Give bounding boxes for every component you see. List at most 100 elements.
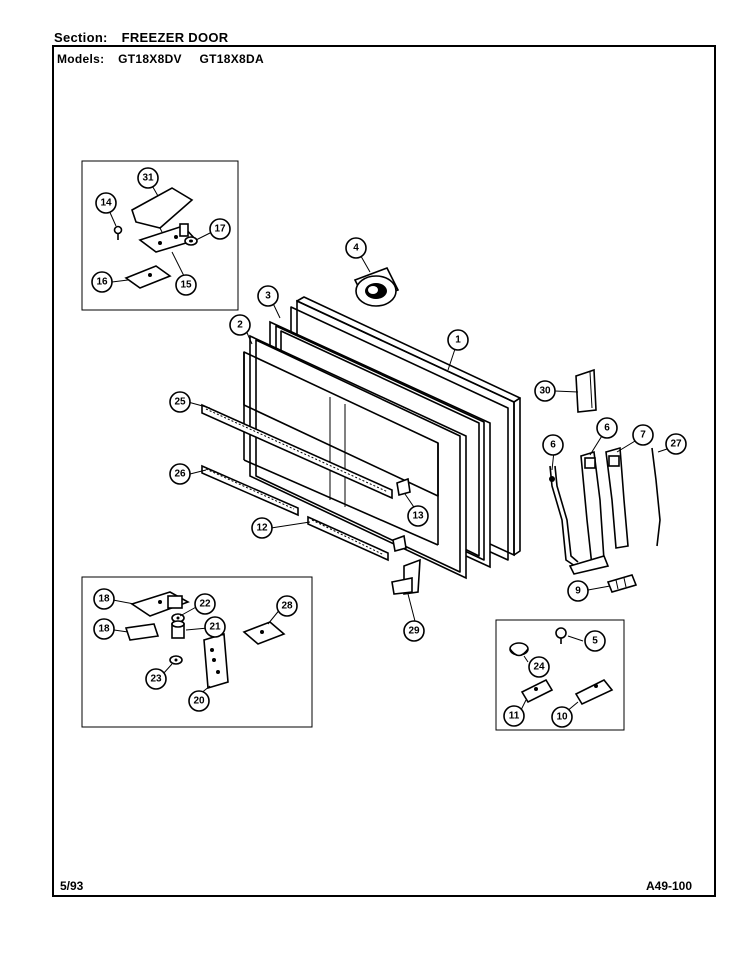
svg-text:11: 11	[509, 711, 520, 722]
callout-17: 17	[209, 218, 231, 240]
callout-23: 23	[145, 668, 167, 690]
svg-text:15: 15	[180, 280, 192, 291]
svg-text:2: 2	[237, 320, 243, 331]
callout-12: 12	[251, 517, 273, 539]
svg-text:18: 18	[98, 594, 110, 605]
svg-text:6: 6	[550, 440, 556, 451]
svg-text:7: 7	[640, 430, 646, 441]
callout-25: 25	[169, 391, 191, 413]
models-label: Models:	[57, 52, 105, 66]
footer-page-code: A49-100	[646, 879, 693, 893]
callout-10: 10	[551, 706, 573, 728]
callout-3: 3	[257, 285, 279, 307]
shelf-retainer-clip	[392, 477, 411, 553]
callout-28: 28	[276, 595, 298, 617]
callout-26: 26	[169, 463, 191, 485]
callout-21: 21	[204, 616, 226, 638]
model-number-2: GT18X8DA	[199, 52, 264, 66]
callout-1: 1	[447, 329, 469, 351]
hinge-bracket-part-18	[130, 591, 190, 617]
inset-box-bottom-right	[495, 619, 625, 731]
hinge-pin-part-9	[606, 574, 638, 593]
rod-part-27	[651, 447, 661, 547]
door-plug-knob	[353, 266, 400, 307]
hinge-cover-part-31	[131, 187, 194, 233]
svg-text:5: 5	[592, 636, 598, 647]
hinge-arm-part-6-right	[568, 450, 610, 575]
svg-text:24: 24	[533, 662, 545, 673]
washer-part-23	[169, 655, 183, 665]
models-header: Models: GT18X8DV GT18X8DA	[57, 52, 278, 66]
footer-date: 5/93	[60, 879, 84, 893]
callout-16: 16	[91, 271, 113, 293]
svg-text:3: 3	[265, 291, 271, 302]
bracket-part-30	[575, 368, 597, 413]
callout-9: 9	[567, 580, 589, 602]
screw-part-5	[555, 627, 567, 644]
callout-20: 20	[188, 690, 210, 712]
door-shelf-bar-lower	[307, 515, 389, 562]
svg-text:25: 25	[174, 397, 186, 408]
svg-text:4: 4	[353, 243, 359, 254]
svg-text:29: 29	[408, 626, 420, 637]
callout-4: 4	[345, 237, 367, 259]
svg-text:13: 13	[412, 511, 424, 522]
section-title: FREEZER DOOR	[121, 30, 229, 45]
shim-part-18	[124, 623, 160, 641]
section-label: Section:	[54, 30, 108, 45]
callout-11: 11	[503, 705, 525, 727]
bushing-part-21	[171, 620, 185, 639]
svg-text:21: 21	[209, 622, 221, 633]
svg-text:12: 12	[256, 523, 268, 534]
washer-part-17	[184, 236, 198, 246]
svg-text:1: 1	[455, 335, 461, 346]
svg-text:22: 22	[199, 599, 211, 610]
callout-24: 24	[528, 656, 550, 678]
callout-5: 5	[584, 630, 606, 652]
hinge-shim-part-16	[124, 265, 172, 289]
svg-text:6: 6	[604, 423, 610, 434]
callout-31: 31	[137, 167, 159, 189]
svg-text:23: 23	[150, 674, 162, 685]
svg-text:9: 9	[575, 586, 581, 597]
svg-text:31: 31	[142, 173, 154, 184]
svg-text:30: 30	[539, 386, 551, 397]
hinge-plate-part-20	[203, 632, 229, 690]
inset-box-bottom-left	[81, 576, 313, 728]
plate-part-26	[242, 621, 286, 645]
svg-text:10: 10	[556, 712, 568, 723]
screw-part-14	[113, 225, 123, 240]
svg-text:26: 26	[174, 469, 186, 480]
callout-7: 7	[632, 424, 654, 446]
section-header: Section: FREEZER DOOR	[54, 30, 243, 45]
callout-2: 2	[229, 314, 251, 336]
callout-29: 29	[403, 620, 425, 642]
svg-text:17: 17	[214, 224, 226, 235]
svg-text:16: 16	[96, 277, 108, 288]
hinge-part-10	[574, 678, 614, 706]
svg-text:28: 28	[281, 601, 293, 612]
svg-text:18: 18	[98, 624, 110, 635]
door-shelf-bar-upper	[201, 403, 393, 500]
callout-6b: 6	[596, 417, 618, 439]
hinge-arm-part-6-left	[549, 465, 579, 567]
model-number-1: GT18X8DV	[118, 52, 182, 66]
callout-15: 15	[175, 274, 197, 296]
callout-18b: 18	[93, 618, 115, 640]
callout-27: 27	[665, 433, 687, 455]
svg-text:14: 14	[100, 198, 112, 209]
callout-6a: 6	[542, 434, 564, 456]
diagram-frame	[52, 45, 716, 897]
hinge-arm-part-7	[605, 446, 629, 549]
callout-14: 14	[95, 192, 117, 214]
callout-18a: 18	[93, 588, 115, 610]
svg-text:27: 27	[670, 439, 682, 450]
callout-30: 30	[534, 380, 556, 402]
callout-22: 22	[194, 593, 216, 615]
door-stop-part-29	[391, 558, 421, 595]
inset-box-top-left	[81, 160, 239, 311]
cap-part-24	[509, 642, 529, 657]
hinge-part-11	[520, 678, 554, 704]
callout-13: 13	[407, 505, 429, 527]
